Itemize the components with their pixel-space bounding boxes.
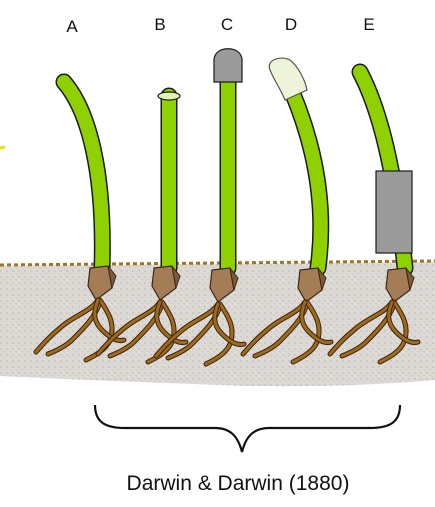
plant-e [327, 63, 421, 365]
root [241, 300, 307, 356]
grouping-bracket [93, 404, 402, 453]
seed-c [209, 267, 239, 303]
label-b: B [154, 15, 165, 34]
label-d: D [285, 15, 297, 34]
seed-e [385, 267, 415, 303]
root [300, 300, 333, 344]
seed-side [107, 265, 117, 289]
seed-body [209, 267, 235, 303]
seed-side [317, 267, 327, 291]
plant-c [153, 48, 247, 367]
root [378, 300, 408, 364]
opaque-cap-c [213, 48, 243, 83]
soil-surface-line [0, 259, 435, 267]
opaque-collar-e [375, 170, 413, 254]
roots-c [153, 301, 247, 367]
seed-side [405, 267, 415, 291]
seed-body [297, 267, 323, 303]
label-a: A [66, 17, 78, 36]
roots-e [327, 299, 421, 365]
seed-side [171, 265, 181, 289]
root [204, 302, 234, 366]
coleoptile-d [280, 73, 328, 275]
root [34, 298, 100, 354]
label-e: E [363, 15, 374, 34]
root [154, 302, 220, 358]
seed-body [385, 267, 411, 303]
label-c: C [221, 15, 233, 34]
seed-body [151, 265, 177, 301]
plant-d [240, 57, 334, 365]
root [291, 300, 321, 364]
seed-a [87, 265, 117, 301]
plant-a [33, 73, 127, 363]
root [213, 302, 246, 346]
seed-side [229, 267, 239, 291]
seed-body [87, 265, 113, 301]
seed-b [151, 265, 181, 301]
root [155, 300, 188, 344]
root [387, 300, 420, 344]
citation-caption: Darwin & Darwin (1880) [127, 472, 350, 495]
transparent-cap-d [268, 57, 308, 101]
cut-tip-b [157, 91, 181, 101]
seed-d [297, 267, 327, 303]
root [328, 300, 394, 356]
light-ray [0, 145, 6, 150]
root [93, 298, 126, 342]
coleoptile-a [57, 75, 110, 275]
root [96, 300, 162, 356]
roots-d [240, 299, 334, 365]
